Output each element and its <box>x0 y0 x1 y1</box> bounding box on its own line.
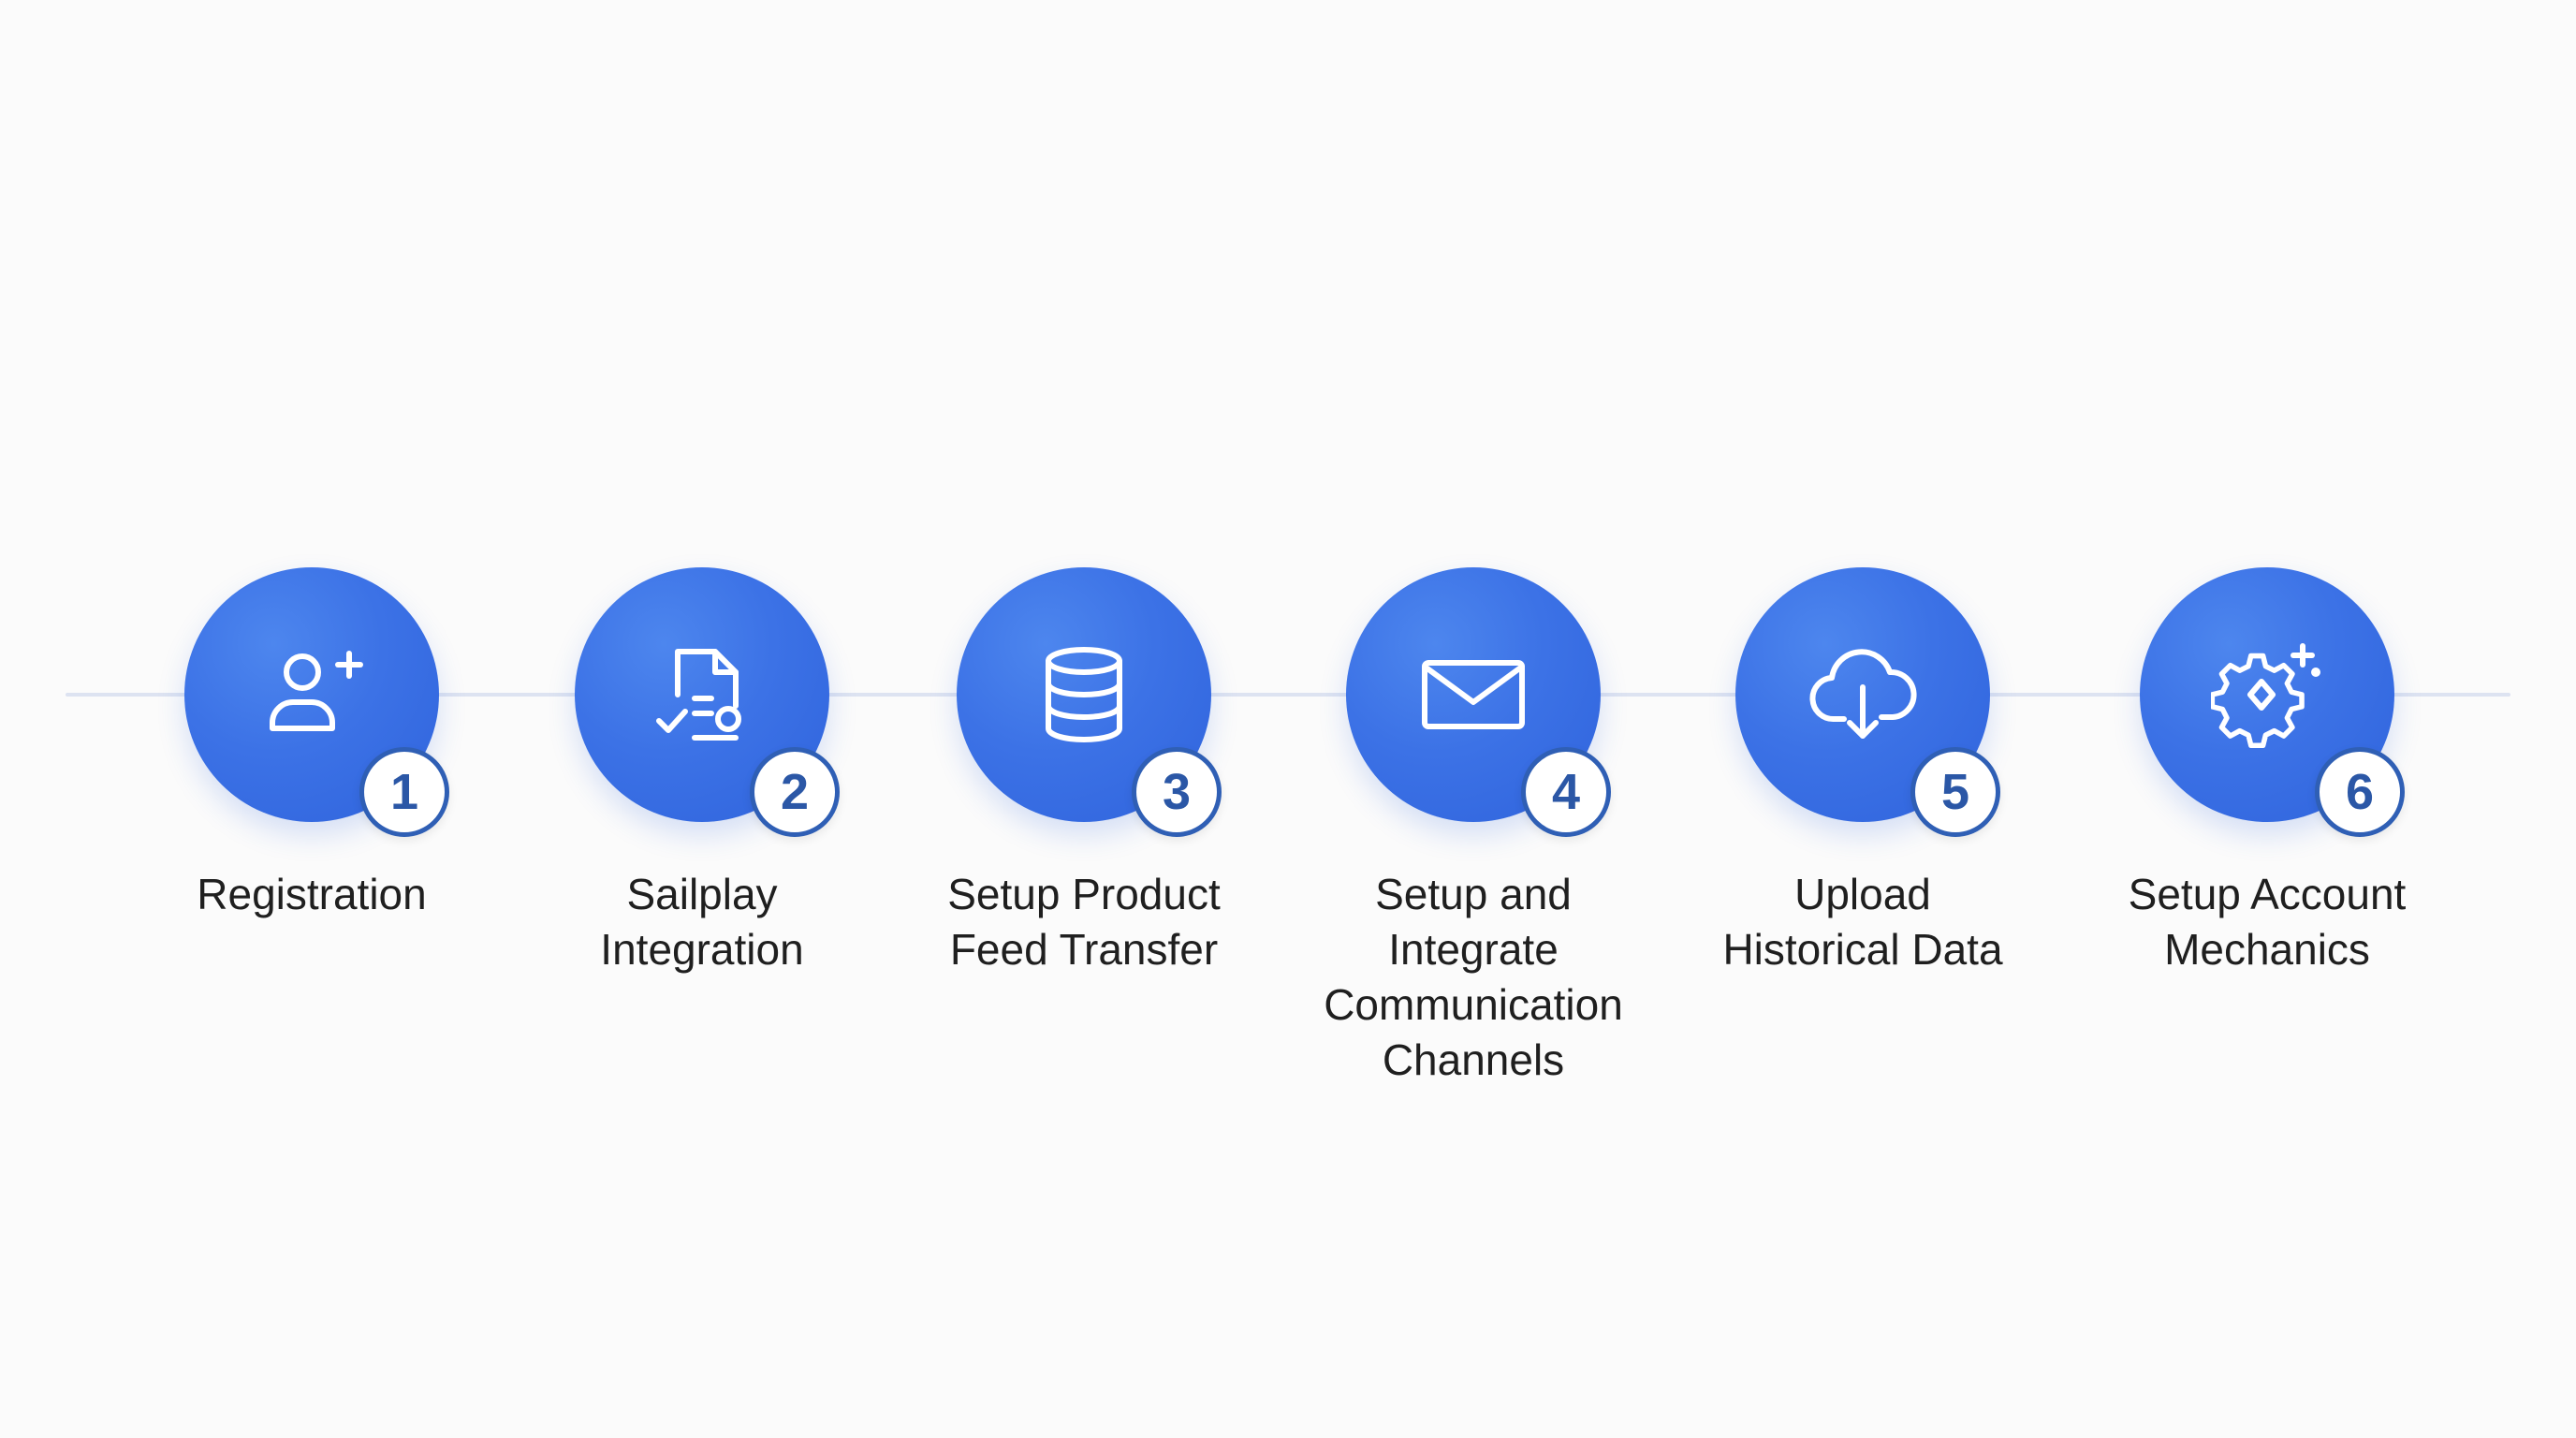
step-5-label: Upload Historical Data <box>1676 867 2050 977</box>
timeline-connector-line <box>66 693 2510 697</box>
step-2-label-line: Sailplay <box>626 870 778 918</box>
step-5-label-line: Upload <box>1794 870 1931 918</box>
step-5-label-line: Historical Data <box>1722 925 2003 974</box>
step-6-label-line: Mechanics <box>2164 925 2370 974</box>
step-4-number-badge: 4 <box>1521 747 1611 837</box>
step-3-label: Setup Product Feed Transfer <box>897 867 1271 977</box>
step-2-number-badge: 2 <box>750 747 840 837</box>
step-4-label-line: Setup and <box>1375 870 1572 918</box>
step-6-label: Setup Account Mechanics <box>2080 867 2454 977</box>
database-icon <box>1046 647 1122 742</box>
step-3-number-badge: 3 <box>1132 747 1222 837</box>
step-1-label-line: Registration <box>197 870 427 918</box>
step-2-label-line: Integration <box>600 925 804 974</box>
step-4-label-line: Channels <box>1382 1035 1565 1084</box>
step-1-number-badge: 1 <box>359 747 449 837</box>
step-1-label: Registration <box>124 867 499 922</box>
step-4-label-line: Integrate <box>1388 925 1559 974</box>
cloud-download-icon <box>1809 649 1917 739</box>
document-integration-icon <box>656 649 741 741</box>
step-6-label-line: Setup Account <box>2128 870 2407 918</box>
step-2-label: Sailplay Integration <box>515 867 889 977</box>
step-4-label-line: Communication <box>1324 980 1623 1029</box>
step-3-label-line: Feed Transfer <box>949 925 1219 974</box>
add-user-icon <box>270 651 363 731</box>
step-4-label: Setup and Integrate Communication Channe… <box>1286 867 1661 1088</box>
gear-sparkle-icon <box>2211 643 2320 749</box>
step-5-number-badge: 5 <box>1910 747 2000 837</box>
step-6-number-badge: 6 <box>2315 747 2405 837</box>
envelope-icon <box>1422 660 1525 729</box>
step-3-label-line: Setup Product <box>947 870 1221 918</box>
